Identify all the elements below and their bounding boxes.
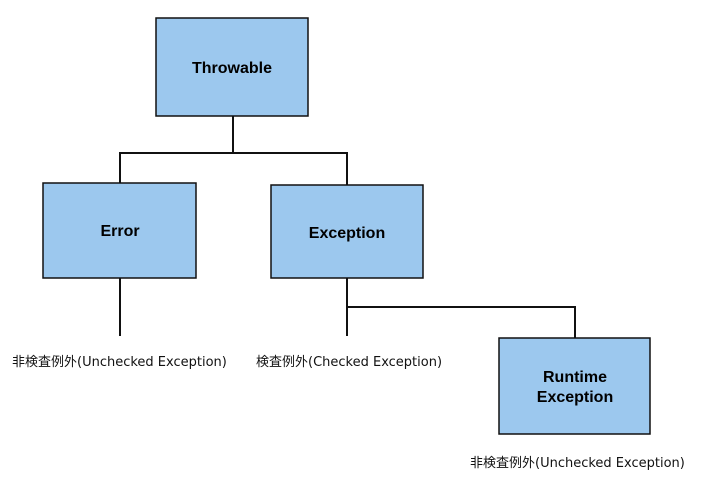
node-exception: Exception <box>270 184 424 279</box>
caption-runtime-exception-unchecked: 非検査例外(Unchecked Exception) <box>470 456 685 471</box>
node-exception-box <box>270 184 424 279</box>
node-throwable-box <box>155 17 309 117</box>
node-error-label: Error <box>100 223 139 240</box>
connector-exception-to-runtime <box>347 306 576 338</box>
caption-error-unchecked: 非検査例外(Unchecked Exception) <box>12 355 227 370</box>
caption-exception-checked: 検査例外(Checked Exception) <box>256 355 442 370</box>
node-runtime-exception-label-line1: Runtime <box>543 369 607 386</box>
node-error: Error <box>42 182 197 279</box>
connector-throwable-branch <box>119 152 348 185</box>
node-runtime-exception-box <box>498 337 651 435</box>
node-exception-label: Exception <box>309 225 385 242</box>
node-throwable-label: Throwable <box>192 60 272 77</box>
node-runtime-exception: Runtime Exception <box>498 337 651 435</box>
node-error-box <box>42 182 197 279</box>
node-runtime-exception-label-line2: Exception <box>537 389 613 406</box>
node-throwable: Throwable <box>155 17 309 117</box>
